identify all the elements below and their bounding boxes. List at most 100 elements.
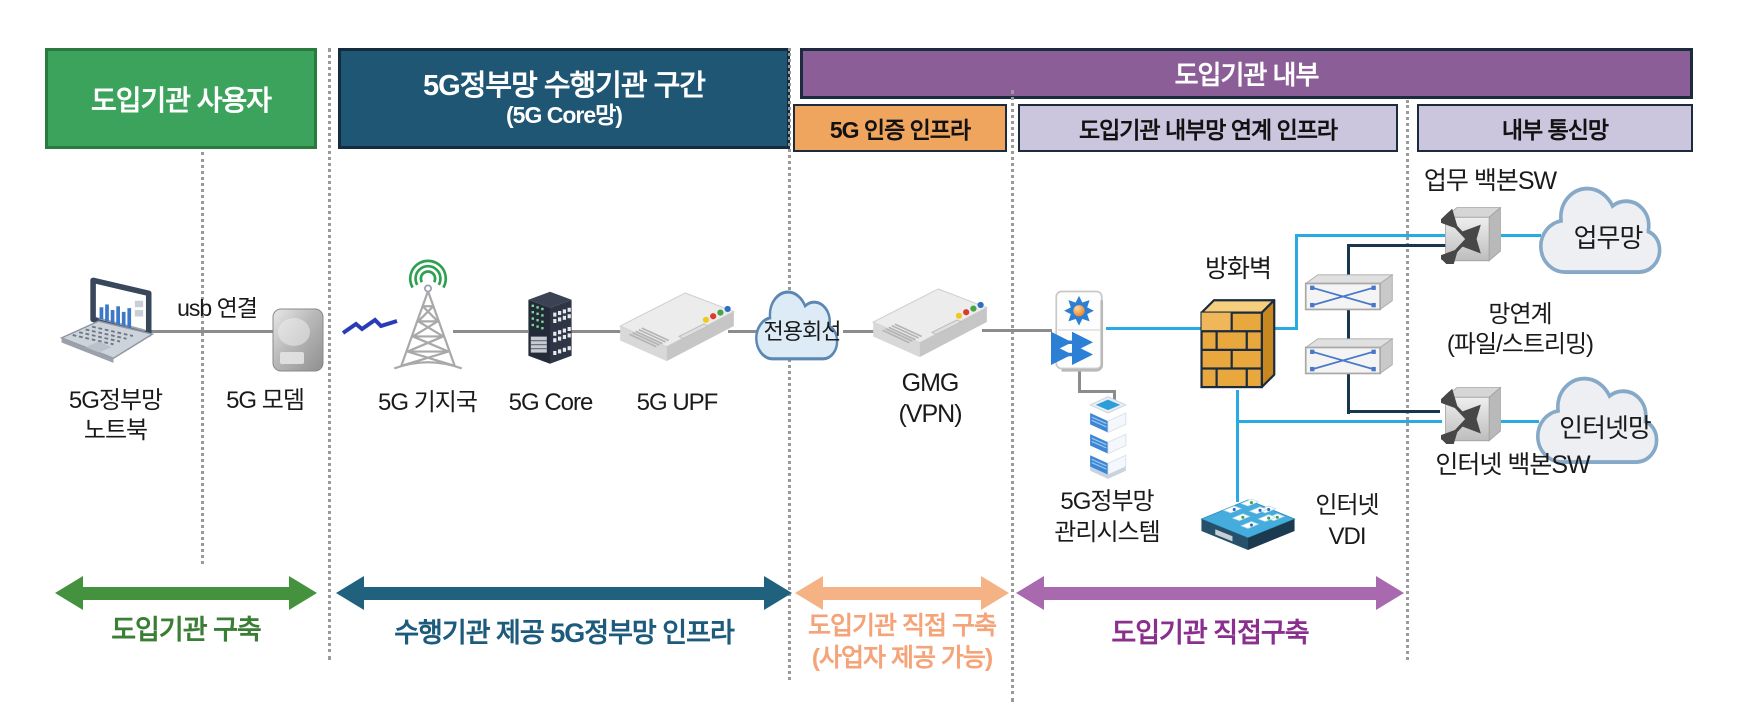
connector-upf-leasedline [728, 330, 758, 333]
scope-label-auth-line2: (사업자 제공 가능) [811, 644, 994, 672]
scope-arrow-auth [795, 576, 1009, 610]
scope-arrow-user [55, 576, 317, 610]
subsection-header-auth: 5G 인증 인프라 [793, 104, 1007, 152]
relay-appliance-icon [1304, 273, 1394, 311]
connector-tower-core [453, 330, 528, 333]
upf-appliance-icon [618, 292, 736, 362]
separator-user-provider [328, 48, 331, 660]
upf-label: 5G UPF [636, 389, 719, 416]
arrow-head-left [55, 576, 83, 610]
connector-leasedline-gmg [843, 330, 875, 333]
core-label: 5G Core [508, 389, 594, 416]
arrow-head-right [289, 576, 317, 610]
business-cloud-label: 업무망 [1573, 223, 1644, 253]
internet-cloud-shape [1535, 376, 1659, 464]
section-header-user-label: 도입기관 사용자 [90, 84, 272, 116]
leased-line-cloud: 전용회선 [753, 290, 851, 362]
arrow-head-left [336, 576, 364, 610]
leased-line-label: 전용회선 [763, 319, 842, 344]
separator-auth-link [1011, 90, 1014, 702]
bridge-label: 망연계 (파일/스트리밍) [1415, 300, 1625, 360]
management-server-label-line2: 관리시스템 [1054, 519, 1160, 546]
firewall-icon [1200, 299, 1276, 389]
lightning-icon [342, 317, 398, 335]
relay-appliance-icon [1304, 337, 1394, 375]
scope-label-auth-line1: 도입기관 직접 구축 [808, 612, 997, 640]
connector-inetbackbone-inetcloud [1501, 420, 1539, 423]
arrow-head-right [981, 576, 1009, 610]
arrow-shaft [1044, 586, 1376, 600]
vdi-label-line2: VDI [1328, 523, 1366, 550]
management-server-icon [1089, 396, 1127, 479]
base-station-label: 5G 기지국 [378, 389, 478, 416]
section-header-provider: 5G정부망 수행기관 구간 (5G Core망) [338, 48, 790, 149]
business-cloud-shape [1538, 186, 1662, 274]
internet-cloud-label: 인터넷망 [1559, 413, 1652, 443]
laptop-icon [59, 277, 155, 363]
connector-firewall-corner [1270, 327, 1298, 330]
laptop-label: 5G정부망 노트북 [38, 386, 193, 446]
scope-arrow-provider [336, 576, 792, 610]
l2-switch-icon [1051, 290, 1104, 372]
gmg-label-line2: (VPN) [898, 400, 962, 428]
subsection-header-intranet-label: 내부 통신망 [1501, 117, 1609, 143]
business-backbone-label: 업무 백본SW [1423, 167, 1557, 195]
gmg-appliance-icon [871, 288, 989, 358]
business-cloud: 업무망 [1536, 186, 1680, 276]
connector-switch-mgmt-h [1078, 390, 1116, 393]
separator-user-modem [201, 152, 204, 564]
connector-down-inetbackbone [1236, 420, 1442, 423]
connector-gmg-switch [982, 329, 1052, 332]
firewall-label: 방화벽 [1204, 255, 1272, 283]
gmg-label: GMG (VPN) [868, 368, 992, 430]
management-server-label: 5G정부망 관리시스템 [1028, 486, 1186, 548]
subsection-header-intranet: 내부 통신망 [1417, 104, 1693, 152]
leased-line-cloud-shape [755, 290, 839, 361]
connector-relay-stack [1347, 244, 1350, 414]
usb-label: usb 연결 [177, 295, 258, 321]
management-server-label-line1: 5G정부망 [1060, 488, 1154, 515]
subsection-header-auth-label: 5G 인증 인프라 [829, 117, 971, 143]
connector-switch-firewall [1106, 327, 1203, 330]
bridge-label-line1: 망연계 [1488, 301, 1552, 328]
section-header-provider-line1: 5G정부망 수행기관 구간 [423, 69, 706, 102]
laptop-label-line1: 5G정부망 [68, 387, 163, 414]
subsection-header-link-infra-label: 도입기관 내부망 연계 인프라 [1078, 117, 1338, 143]
core-server-icon [528, 291, 572, 364]
connector-core-upf [571, 330, 621, 333]
arrow-head-left [1016, 576, 1044, 610]
section-header-internal: 도입기관 내부 [800, 48, 1693, 99]
connector-firewall-up [1295, 234, 1298, 330]
scope-label-user: 도입기관 구축 [111, 615, 262, 645]
connector-switch-mgmt-v2 [1113, 390, 1116, 404]
cell-tower-icon [393, 259, 463, 370]
backbone-switch-icon [1441, 206, 1502, 264]
connector-relay-inetbackbone [1347, 410, 1440, 413]
scope-label-provider: 수행기관 제공 5G정부망 인프라 [394, 618, 735, 648]
laptop-label-line2: 노트북 [83, 417, 148, 444]
vdi-label-line1: 인터넷 [1315, 492, 1379, 519]
scope-label-internal: 도입기관 직접구축 [1111, 618, 1309, 648]
section-header-internal-label: 도입기관 내부 [1174, 60, 1320, 90]
bridge-label-line2: (파일/스트리밍) [1446, 331, 1594, 358]
arrow-shaft [364, 586, 764, 600]
connector-relay-bizbackbone [1347, 244, 1446, 247]
section-header-provider-line2: (5G Core망) [506, 101, 623, 128]
arrow-head-right [764, 576, 792, 610]
subsection-header-link-infra: 도입기관 내부망 연계 인프라 [1018, 104, 1398, 152]
vdi-label: 인터넷 VDI [1292, 490, 1402, 552]
modem-icon [272, 308, 324, 372]
vdi-icon [1200, 498, 1296, 550]
connector-up-bizbackbone [1295, 234, 1445, 237]
connector-switch-mgmt-v1 [1078, 368, 1081, 392]
separator-provider-auth [788, 48, 791, 680]
arrow-shaft [83, 586, 289, 600]
connector-laptop-modem [150, 330, 275, 333]
connector-firewall-down [1236, 390, 1239, 502]
internet-cloud: 인터넷망 [1533, 376, 1677, 466]
arrow-shaft [823, 586, 981, 600]
arrow-head-right [1376, 576, 1404, 610]
modem-label: 5G 모뎀 [226, 387, 305, 414]
backbone-switch-icon [1441, 386, 1502, 444]
